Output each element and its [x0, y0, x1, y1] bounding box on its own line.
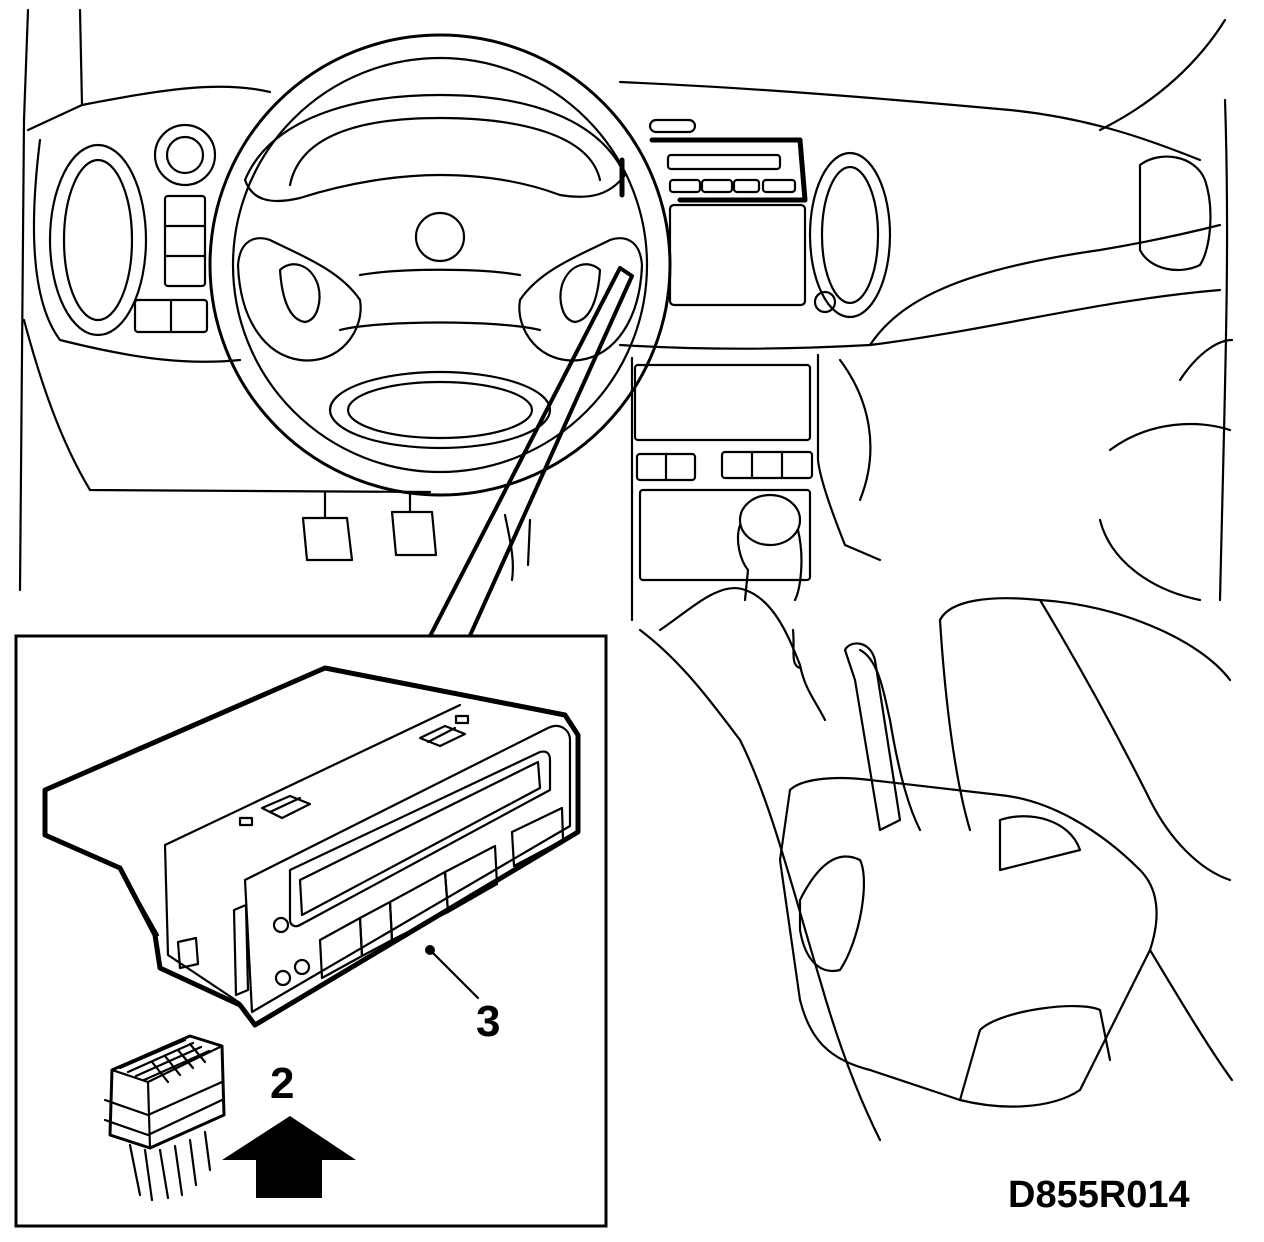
left-air-vent — [48, 143, 148, 337]
dashboard-overview — [18, 8, 1234, 1142]
callout-label-2: 2 — [270, 1059, 294, 1108]
handbrake — [843, 642, 922, 832]
light-switch-knob — [153, 123, 217, 187]
instrument-cluster-hood — [288, 116, 602, 187]
steering-wheel-emblem — [414, 211, 466, 263]
callout-label-3: 3 — [476, 997, 500, 1046]
audio-unit — [619, 137, 808, 307]
windscreen-line — [1098, 18, 1229, 602]
gear-lever — [658, 493, 827, 722]
light-switch-knob-inner — [165, 135, 205, 175]
drawing-id: D855R014 — [1008, 1174, 1190, 1216]
seat — [938, 338, 1234, 882]
instrument-panel-unit — [42, 665, 581, 1028]
a-pillar — [18, 8, 84, 592]
right-air-vent — [1138, 155, 1212, 272]
defroster-slot — [648, 118, 697, 134]
steering-wheel — [208, 33, 672, 497]
insert-direction-arrow — [222, 1116, 356, 1198]
left-switch-stack — [133, 194, 209, 334]
left-air-vent-inner — [62, 158, 134, 322]
detail-inset-frame — [14, 634, 608, 1228]
center-console — [630, 353, 882, 622]
tunnel-line — [638, 628, 882, 1142]
zoom-leader-lines — [426, 266, 634, 642]
center-small-knob — [813, 290, 837, 314]
dash-top-line — [80, 80, 1202, 162]
dash-shelf — [32, 138, 1222, 363]
pedals — [301, 490, 438, 562]
callout-3-leader — [425, 945, 480, 1000]
center-right-air-vent — [808, 151, 892, 319]
dash-lower-contour — [22, 288, 1222, 494]
wiring-harness-connector — [103, 1034, 226, 1202]
armrest-console — [778, 776, 1158, 1108]
